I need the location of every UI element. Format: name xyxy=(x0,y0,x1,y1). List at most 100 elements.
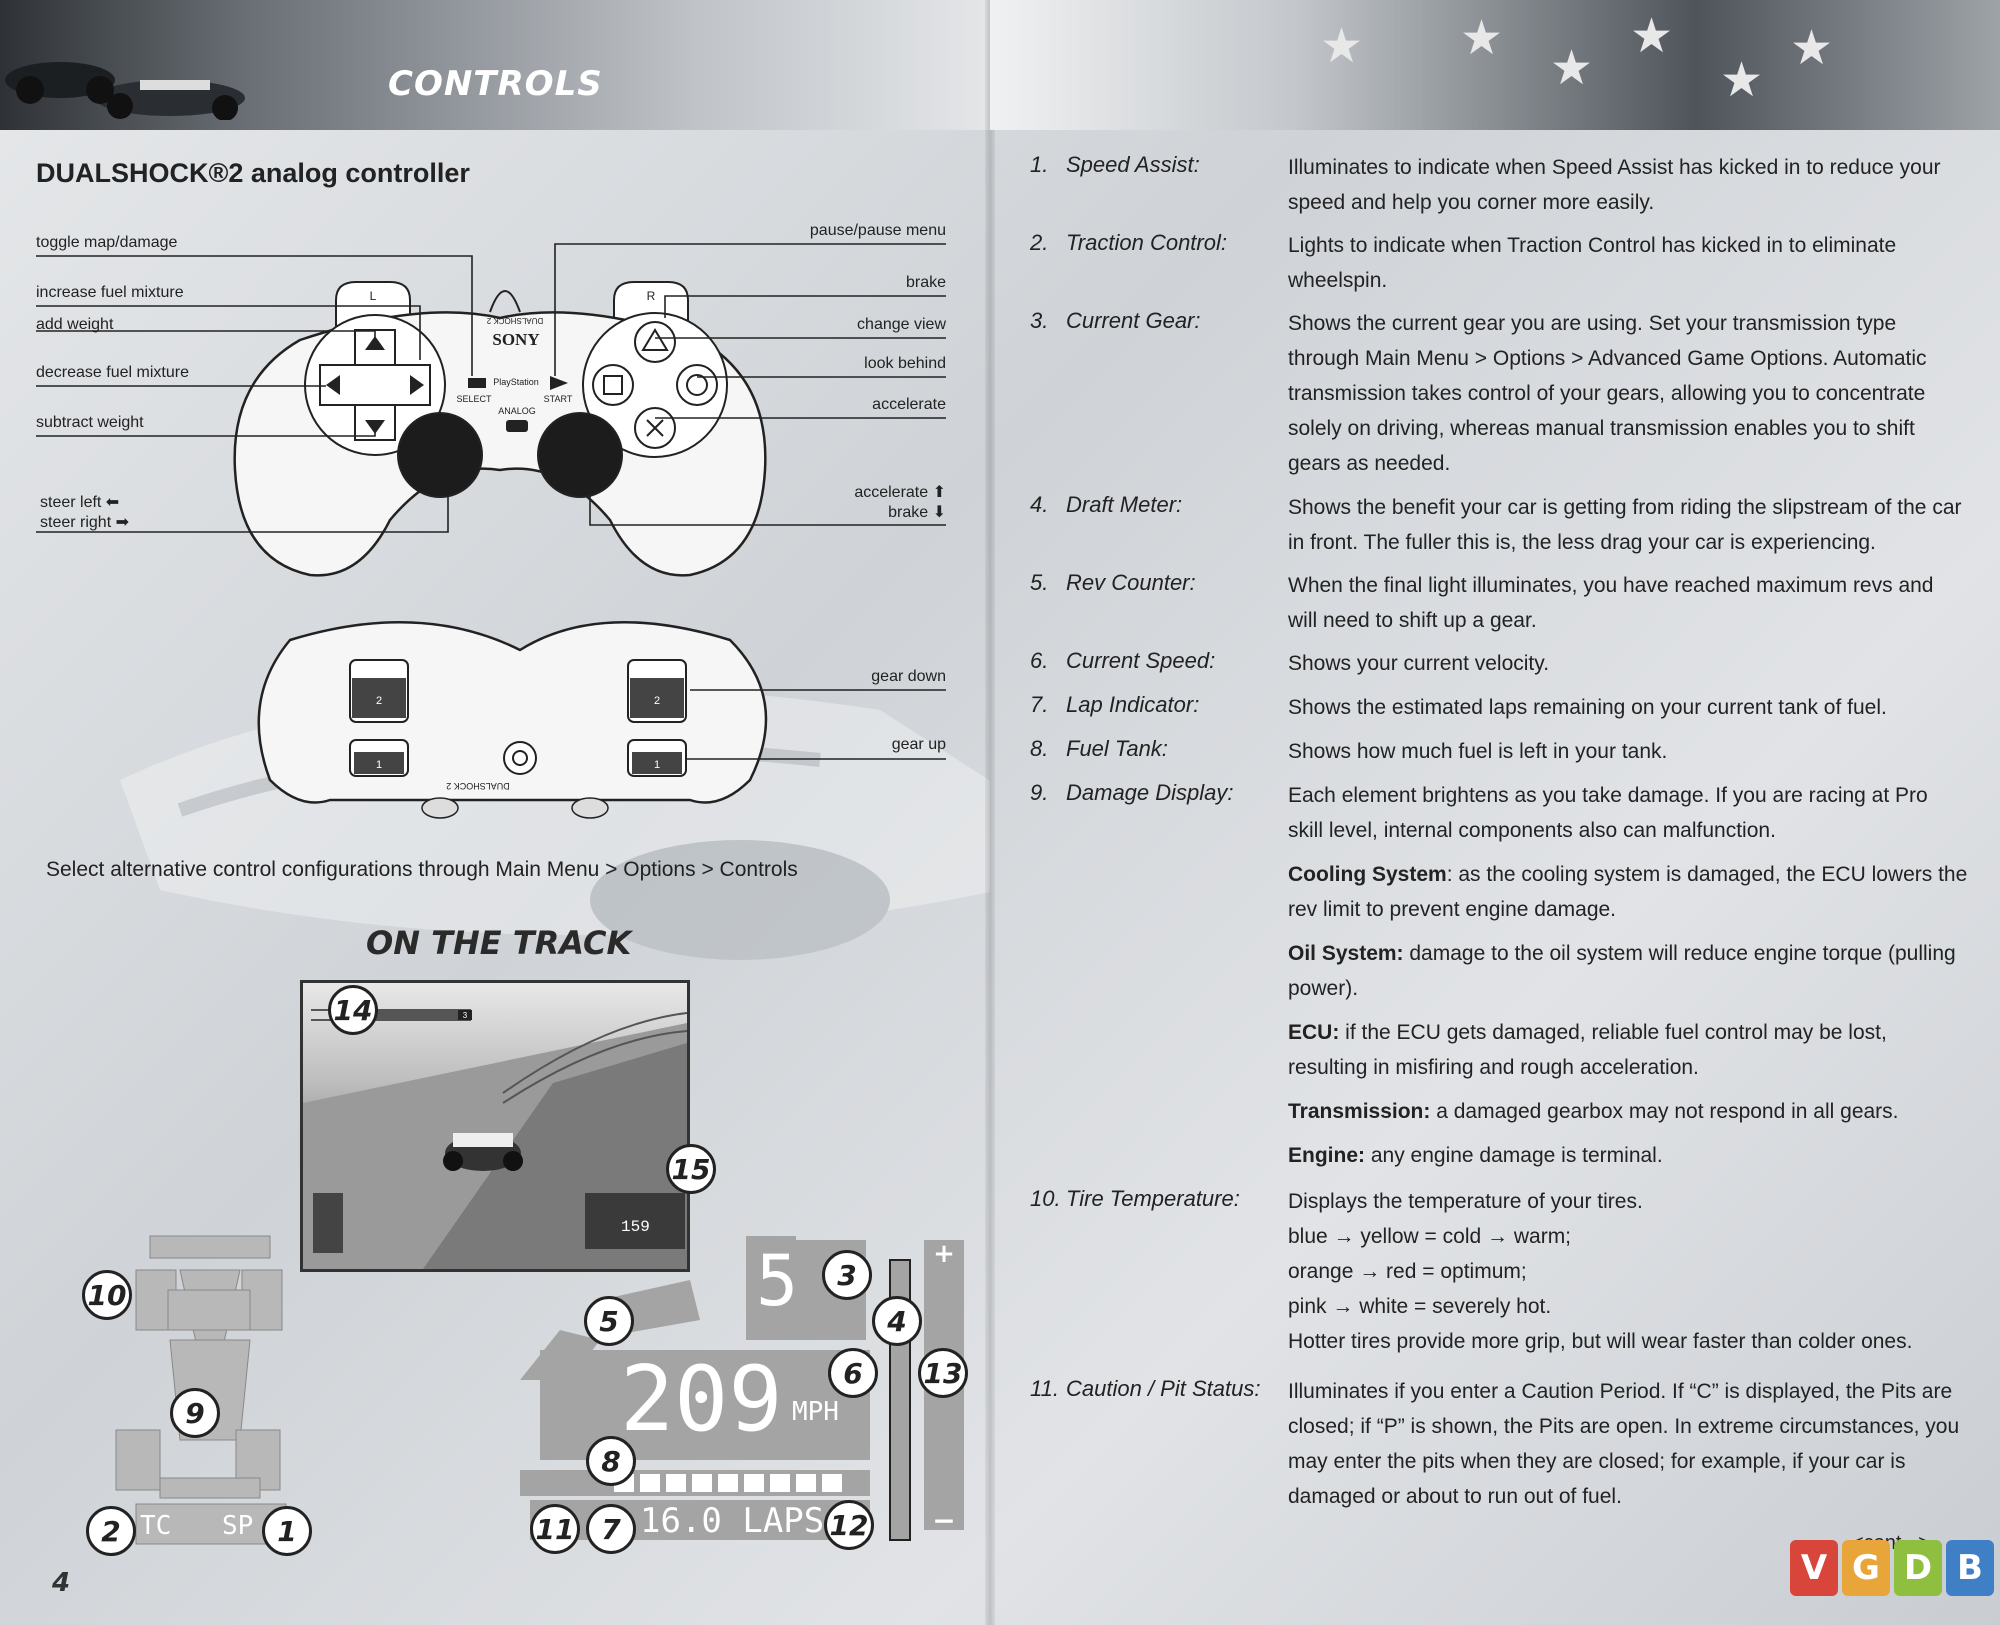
l-button-text: L xyxy=(370,289,377,303)
damage-term: Oil System: xyxy=(1288,942,1404,965)
item-label: Current Speed: xyxy=(1066,648,1216,673)
label-subtract-weight: subtract weight xyxy=(36,414,144,431)
item-number: 4. xyxy=(1030,492,1049,517)
left-page: CONTROLS DUALSHOCK®2 analog controller xyxy=(0,0,990,1625)
item-number: 1. xyxy=(1030,152,1049,177)
damage-transmission: Transmission: a damaged gearbox may not … xyxy=(1288,1094,1968,1129)
draft-minus: − xyxy=(932,1504,955,1537)
track-scene: 3 159 xyxy=(303,1009,688,1269)
analog-text: ANALOG xyxy=(498,406,536,416)
item-label: Lap Indicator: xyxy=(1066,692,1200,717)
damage-text: : as the cooling system is damaged, the … xyxy=(1288,863,1968,921)
draft-plus: + xyxy=(933,1239,955,1269)
label-decrease-fuel: decrease fuel mixture xyxy=(36,364,189,381)
damage-text: any engine damage is terminal. xyxy=(1365,1144,1663,1167)
item-description: Shows the estimated laps remaining on yo… xyxy=(1288,696,1887,719)
speed-unit: MPH xyxy=(792,1397,839,1427)
l2-text: 2 xyxy=(376,695,382,707)
on-track-heading: ON THE TRACK xyxy=(366,924,632,962)
label-accelerate: accelerate xyxy=(872,396,946,413)
tire-intro: Displays the temperature of your tires. xyxy=(1288,1190,1643,1213)
callout-12: 12 xyxy=(824,1500,874,1550)
watermark-letter: B xyxy=(1946,1540,1994,1596)
star-icon: ★ xyxy=(1320,20,1364,73)
item-label: Damage Display: xyxy=(1066,780,1234,805)
label-accelerate-stick: accelerate ⬆ xyxy=(854,484,946,501)
star-icon: ★ xyxy=(1720,54,1764,107)
label-add-weight: add weight xyxy=(36,316,114,333)
label-gear-down: gear down xyxy=(871,668,946,685)
tire-line: Hotter tires provide more grip, but will… xyxy=(1288,1330,1913,1353)
damage-text: a damaged gearbox may not respond in all… xyxy=(1430,1100,1899,1123)
item-description: Illuminates if you enter a Caution Perio… xyxy=(1288,1380,1960,1508)
tc-indicator: TC xyxy=(140,1511,171,1541)
game-screenshot: 3 159 xyxy=(300,980,690,1272)
callout-7: 7 xyxy=(586,1504,636,1554)
item-description: Illuminates to indicate when Speed Assis… xyxy=(1288,156,1941,214)
sony-logo: SONY xyxy=(492,330,539,349)
damage-term: Cooling System xyxy=(1288,863,1447,886)
section-title: CONTROLS xyxy=(388,64,603,104)
left-banner: CONTROLS xyxy=(0,0,990,130)
race-car-icon xyxy=(5,62,245,120)
r2-text: 2 xyxy=(654,695,660,707)
screenshot-position: 3 xyxy=(463,1011,468,1020)
damage-text: damage to the oil system will reduce eng… xyxy=(1288,942,1956,1000)
item-number: 10. xyxy=(1030,1186,1061,1211)
item-label: Traction Control: xyxy=(1066,230,1227,255)
label-brake-stick: brake ⬇ xyxy=(888,504,946,521)
damage-term: Transmission: xyxy=(1288,1100,1431,1123)
label-toggle-map: toggle map/damage xyxy=(36,234,178,251)
speed-display: 209 xyxy=(620,1347,783,1452)
watermark-letter: V xyxy=(1790,1540,1838,1596)
item-number: 5. xyxy=(1030,570,1049,595)
item-label: Tire Temperature: xyxy=(1066,1186,1240,1211)
callout-8: 8 xyxy=(586,1436,636,1486)
item-label: Draft Meter: xyxy=(1066,492,1183,517)
controller-diagram: SONY PlayStation SELECT START ANALOG L R… xyxy=(36,243,946,819)
select-text: SELECT xyxy=(456,394,492,404)
sp-indicator: SP xyxy=(222,1511,253,1541)
item-number: 7. xyxy=(1030,692,1049,717)
playstation-logo: PlayStation xyxy=(493,377,539,387)
item-description: When the final light illuminates, you ha… xyxy=(1288,574,1934,632)
vgdb-watermark: V G D B xyxy=(1790,1540,1994,1596)
callout-3: 3 xyxy=(822,1250,872,1300)
label-increase-fuel: increase fuel mixture xyxy=(36,284,184,301)
damage-oil: Oil System: damage to the oil system wil… xyxy=(1288,936,1968,1006)
control-config-note: Select alternative control configuration… xyxy=(46,858,798,881)
callout-1: 1 xyxy=(262,1506,312,1556)
star-icon: ★ xyxy=(1550,42,1594,95)
damage-cooling: Cooling System: as the cooling system is… xyxy=(1288,857,1968,927)
l1-text: 1 xyxy=(376,759,382,771)
callout-15: 15 xyxy=(666,1144,716,1194)
item-label: Rev Counter: xyxy=(1066,570,1196,595)
gear-display: 5 xyxy=(756,1240,798,1322)
callout-2: 2 xyxy=(86,1506,136,1556)
callout-4: 4 xyxy=(872,1296,922,1346)
item-number: 2. xyxy=(1030,230,1049,255)
tire-line: blue → yellow = cold → warm; xyxy=(1288,1225,1572,1248)
item-number: 3. xyxy=(1030,308,1049,333)
label-gear-up: gear up xyxy=(891,736,946,753)
damage-engine: Engine: any engine damage is terminal. xyxy=(1288,1138,1968,1173)
dualshock-side-brand: DUALSHOCK 2 xyxy=(446,781,510,791)
dualshock-top-brand: DUALSHOCK 2 xyxy=(486,316,543,325)
item-description: Each element brightens as you take damag… xyxy=(1288,778,1968,1173)
star-icon: ★ xyxy=(1790,22,1834,75)
item-description: Shows the current gear you are using. Se… xyxy=(1288,312,1927,475)
item-label: Current Gear: xyxy=(1066,308,1201,333)
screenshot-speed: 159 xyxy=(621,1218,650,1236)
page-number: 4 xyxy=(52,1568,71,1598)
item-label: Speed Assist: xyxy=(1066,152,1200,177)
damage-term: ECU: xyxy=(1288,1021,1340,1044)
label-steer-right: steer right ➡ xyxy=(40,514,129,531)
label-change-view: change view xyxy=(857,316,946,333)
damage-intro: Each element brightens as you take damag… xyxy=(1288,784,1928,842)
item-description: Shows your current velocity. xyxy=(1288,652,1550,675)
callout-10: 10 xyxy=(82,1270,132,1320)
right-banner: ★ ★ ★ ★ ★ ★ xyxy=(990,0,2000,130)
right-page: ★ ★ ★ ★ ★ ★ 1. Speed Assist: Illuminates … xyxy=(990,0,2000,1625)
item-description: Shows how much fuel is left in your tank… xyxy=(1288,740,1668,763)
callout-11: 11 xyxy=(530,1504,580,1554)
